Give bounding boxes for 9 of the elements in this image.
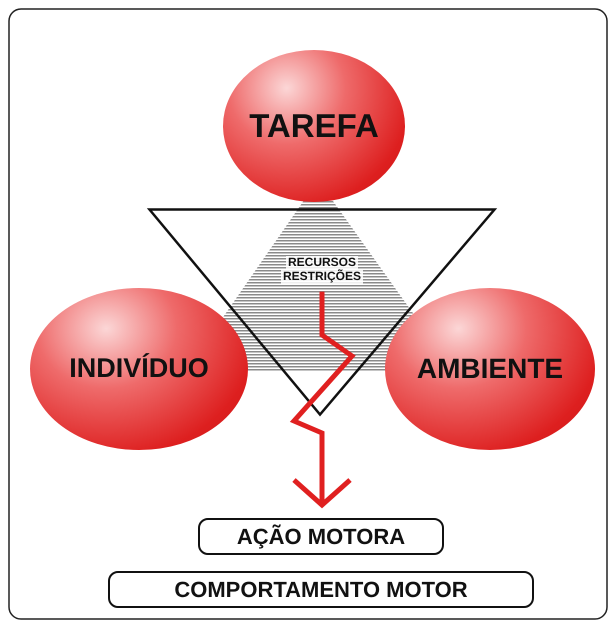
node-label: RECURSOS xyxy=(286,256,358,270)
rounded-box xyxy=(198,518,444,555)
node-label: AÇÃO MOTORA xyxy=(236,524,406,550)
node-label: COMPORTAMENTO MOTOR xyxy=(174,576,468,602)
rounded-box xyxy=(108,571,534,608)
node-label: RESTRIÇÕES xyxy=(280,270,363,284)
node-label: INDIVÍDUO xyxy=(69,353,209,385)
node-label: AMBIENTE xyxy=(416,352,564,386)
node-label: TAREFA xyxy=(249,107,379,145)
